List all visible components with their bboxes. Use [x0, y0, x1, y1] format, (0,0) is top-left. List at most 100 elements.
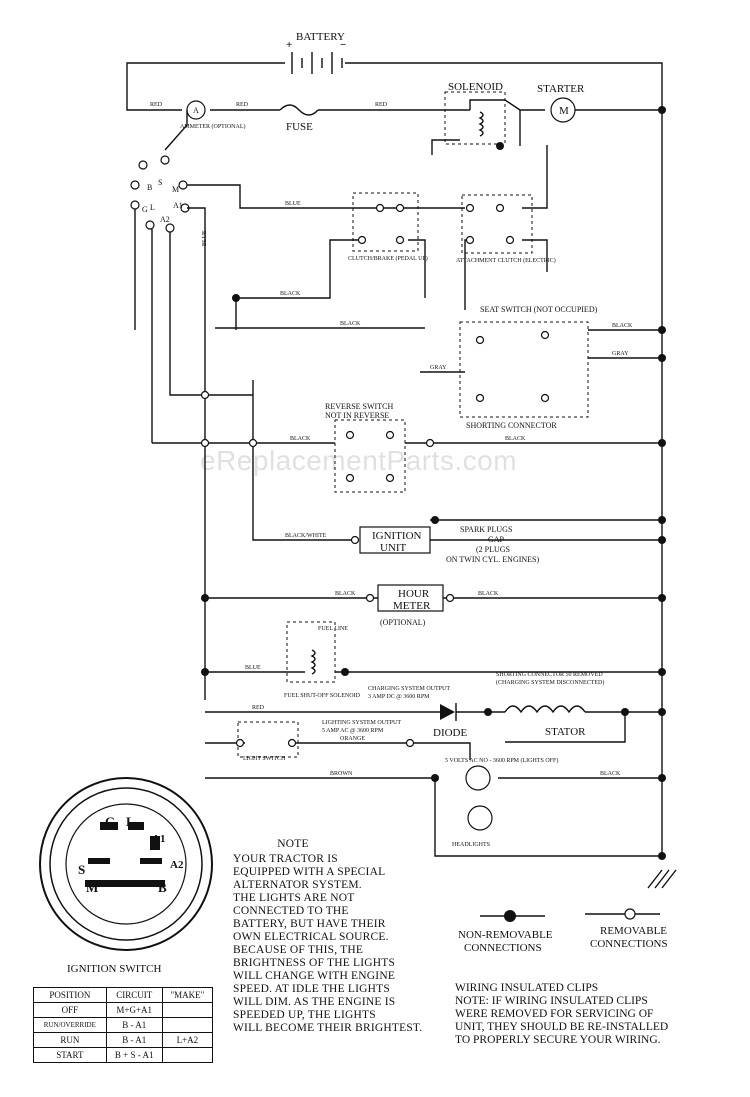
cell-circuit: B - A1	[105, 1032, 163, 1048]
clips-line: TO PROPERLY SECURE YOUR WIRING.	[455, 1034, 661, 1046]
note-line: WILL DIM. AS THE ENGINE IS	[233, 996, 396, 1008]
spark-plugs-label-2: GAP	[488, 535, 505, 544]
headlights-label: HEADLIGHTS	[452, 842, 490, 848]
light-switch-label: LIGHT SWITCH	[243, 756, 286, 762]
seat-switch-label: SEAT SWITCH (NOT OCCUPIED)	[480, 305, 598, 314]
wire-black-5: BLACK	[335, 591, 356, 597]
headlight-bulb-1	[465, 765, 491, 791]
note-line: BECAUSE OF THIS, THE	[233, 944, 364, 956]
ammeter-symbol-label: A	[193, 106, 199, 115]
wire-red-3: RED	[375, 102, 388, 108]
wire-red-4: RED	[252, 705, 265, 711]
charging-output-label-1: CHARGING SYSTEM OUTPUT	[368, 686, 450, 692]
svg-text:−: −	[340, 39, 346, 51]
junction-dots	[201, 106, 666, 860]
note-line: YOUR TRACTOR IS	[233, 853, 338, 865]
wire-black-6: BLACK	[478, 591, 499, 597]
stator-label: STATOR	[545, 726, 586, 738]
light-switch	[237, 721, 299, 758]
cell-circuit: B + S - A1	[105, 1047, 163, 1063]
wire-brown: BROWN	[330, 771, 353, 777]
ignition-unit-label-2: UNIT	[380, 542, 407, 554]
note-line: OWN ELECTRICAL SOURCE.	[233, 931, 389, 943]
reverse-switch-label-2: NOT IN REVERSE	[325, 411, 389, 420]
removable-connection-dots	[200, 203, 550, 748]
reverse-switch-label-1: REVERSE SWITCH	[325, 402, 393, 411]
wire-gray-2: GRAY	[430, 365, 447, 371]
removable-dot	[624, 908, 636, 920]
note-heading: NOTE	[277, 838, 309, 850]
note-line: WILL BECOME THEIR BRIGHTEST.	[233, 1022, 423, 1034]
note-line: WILL CHANGE WITH ENGINE	[233, 970, 396, 982]
ground-symbol	[647, 869, 677, 889]
hour-meter-optional: (OPTIONAL)	[380, 618, 426, 627]
terminal-b: B	[147, 183, 152, 192]
wire-black-2: BLACK	[340, 321, 361, 327]
shorting-connector-label: SHORTING CONNECTOR	[466, 421, 557, 430]
legend-removable-2: CONNECTIONS	[590, 938, 668, 950]
table-row: RUN B - A1 L+A2	[33, 1032, 214, 1048]
hour-meter-label-1: HOUR	[398, 588, 430, 600]
note-line: CONNECTED TO THE	[233, 905, 349, 917]
cell-make: L+A2	[161, 1032, 214, 1048]
cell-position: OFF	[33, 1002, 107, 1018]
wire-black-1: BLACK	[280, 291, 301, 297]
cell-position: START	[33, 1047, 107, 1063]
spark-plugs-label-1: SPARK PLUGS	[460, 525, 512, 534]
attachment-clutch-switch	[461, 194, 533, 254]
wire-black-white: BLACK/WHITE	[285, 533, 327, 539]
table-header-row: POSITION CIRCUIT "MAKE"	[33, 987, 214, 1003]
terminal-m: M	[172, 185, 179, 194]
starter-label: STARTER	[537, 83, 585, 95]
wire-black-7: BLACK	[612, 323, 633, 329]
cell-make	[161, 1047, 214, 1063]
wire-black-8: BLACK	[600, 771, 621, 777]
fuse-symbol	[279, 104, 319, 116]
ign-terminal-b: B	[158, 880, 167, 895]
cell-circuit: M+G+A1	[105, 1002, 163, 1018]
note-line: ALTERNATOR SYSTEM.	[233, 879, 362, 891]
ignition-switch-table: POSITION CIRCUIT "MAKE" OFF M+G+A1 RUN/O…	[33, 987, 214, 1063]
clutch-brake-label: CLUTCH/BRAKE (PEDAL UP)	[348, 255, 428, 262]
wire-red-1: RED	[150, 102, 163, 108]
fuel-line-label: FUEL LINE	[318, 626, 348, 632]
reverse-switch	[334, 419, 406, 493]
terminal-a2: A2	[160, 215, 170, 224]
ign-terminal-l: L	[126, 814, 135, 829]
table-row: RUN/OVERRIDE B - A1	[33, 1017, 214, 1033]
cell-make	[161, 1017, 214, 1033]
legend-removable-1: REMOVABLE	[600, 925, 667, 937]
ammeter-label: AMMETER (OPTIONAL)	[180, 123, 246, 130]
clips-line: NOTE: IF WIRING INSULATED CLIPS	[455, 995, 648, 1007]
wire-black-3: BLACK	[290, 436, 311, 442]
cell-position: RUN/OVERRIDE	[33, 1017, 107, 1033]
header-position: POSITION	[33, 987, 107, 1003]
shorting-disconnected-label-1: SHORTING CONNECTOR 50 REMOVED	[496, 672, 603, 678]
headlight-bulb-2	[467, 805, 493, 831]
spark-plugs-label-4: ON TWIN CYL. ENGINES)	[446, 555, 540, 564]
lighting-output-label-2: 5 AMP AC @ 3600 RPM	[322, 728, 384, 734]
solenoid-box	[444, 91, 506, 145]
note-line: THE LIGHTS ARE NOT	[233, 892, 355, 904]
shorting-disconnected-label-2: (CHARGING SYSTEM DISCONNECTED)	[496, 679, 604, 686]
attachment-clutch-label: ATTACHMENT CLUTCH (ELECTRIC)	[456, 257, 556, 264]
header-circuit: CIRCUIT	[105, 987, 163, 1003]
note-line: EQUIPPED WITH A SPECIAL	[233, 866, 386, 878]
wire-gray-1: GRAY	[612, 351, 629, 357]
legend-non-removable-1: NON-REMOVABLE	[458, 929, 553, 941]
wire-blue-3: BLUE	[245, 665, 261, 671]
ignition-switch-face: G L A1 A2 S M B	[39, 777, 213, 951]
wire-blue-1: BLUE	[285, 201, 301, 207]
diode-label: DIODE	[433, 727, 467, 739]
ign-terminal-a2: A2	[170, 859, 184, 871]
terminal-s: S	[158, 178, 162, 187]
volts-ac-label: 5 VOLTS AC NO - 3600 RPM (LIGHTS OFF)	[445, 757, 558, 764]
fuel-shutoff-solenoid	[286, 621, 336, 683]
non-removable-dot	[504, 910, 516, 922]
note-line: SPEED. AT IDLE THE LIGHTS	[233, 983, 390, 995]
legend: NON-REMOVABLE CONNECTIONS REMOVABLE CONN…	[458, 908, 668, 954]
ign-terminal-m: M	[86, 880, 98, 895]
wire-red-2: RED	[236, 102, 249, 108]
ign-terminal-s: S	[78, 862, 85, 877]
